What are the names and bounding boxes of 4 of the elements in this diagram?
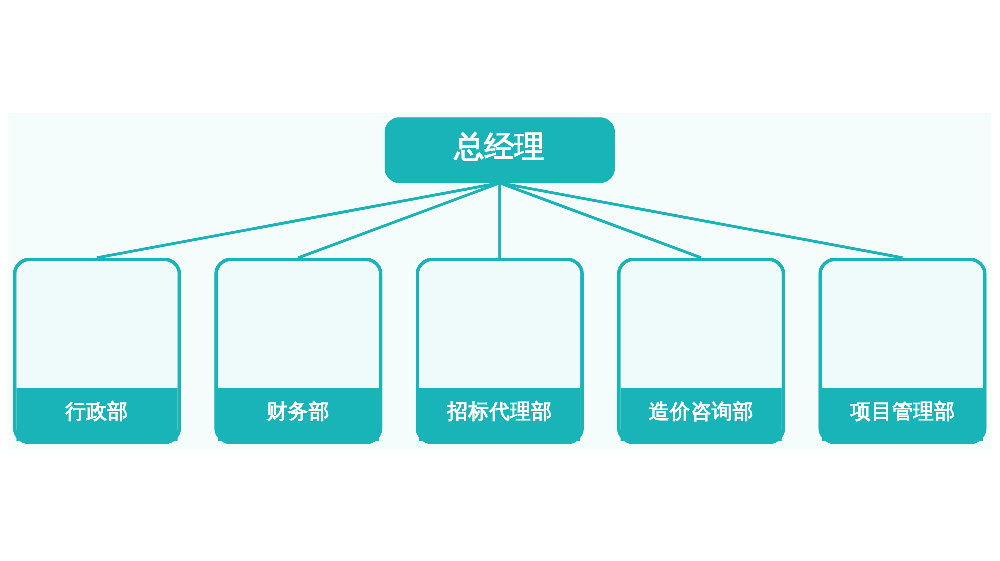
- connector: [97, 181, 500, 259]
- node-box: 总经理: [384, 117, 616, 183]
- connector: [498, 182, 502, 258]
- connector: [500, 181, 903, 259]
